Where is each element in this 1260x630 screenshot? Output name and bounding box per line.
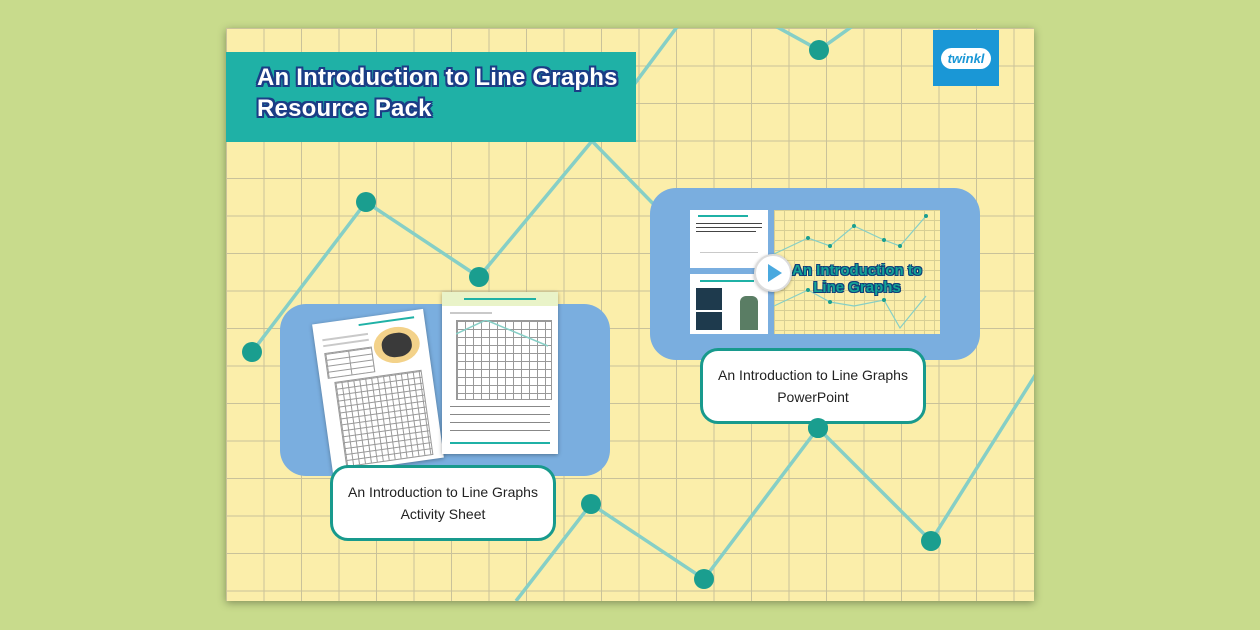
sample-line-graph	[456, 320, 549, 347]
slide-thumbnail-2	[690, 274, 768, 334]
activity-sheet-label-line-2: Activity Sheet	[400, 506, 486, 522]
slide-cover-title-line-1: An Introduction to	[792, 262, 922, 279]
graph-node	[921, 531, 941, 551]
page-title-line-2: Resource Pack	[257, 95, 432, 122]
graph-node	[581, 494, 601, 514]
activity-sheet-label[interactable]: An Introduction to Line Graphs Activity …	[330, 465, 556, 541]
powerpoint-label-line-2: PowerPoint	[777, 389, 849, 405]
twinkl-logo[interactable]: twinkl	[933, 30, 999, 86]
powerpoint-label-line-1: An Introduction to Line Graphs	[718, 367, 908, 383]
powerpoint-label[interactable]: An Introduction to Line Graphs PowerPoin…	[700, 348, 926, 424]
graph-node	[809, 40, 829, 60]
logo-text: twinkl	[940, 47, 992, 69]
graph-node	[469, 267, 489, 287]
graph-node	[242, 342, 262, 362]
blank-graph-grid	[334, 369, 434, 468]
line-graph-grid	[456, 320, 552, 400]
slide-thumbnail-1	[690, 210, 768, 268]
page-title-line-1: An Introduction to Line Graphs	[257, 64, 618, 91]
data-table	[324, 346, 376, 379]
activity-sheet-label-line-1: An Introduction to Line Graphs	[348, 484, 538, 500]
slide-cover-title-line-2: Line Graphs	[813, 279, 901, 296]
resource-pack-board: An Introduction to Line Graphs Resource …	[226, 28, 1034, 601]
elephant-image	[371, 323, 423, 366]
powerpoint-panel[interactable]: An Introduction to Line Graphs	[650, 188, 980, 360]
graph-node	[356, 192, 376, 212]
worksheet-page-2-thumbnail	[442, 292, 558, 454]
slide-cover-preview: An Introduction to Line Graphs	[774, 210, 940, 334]
activity-sheet-panel[interactable]	[280, 292, 610, 476]
graph-node	[694, 569, 714, 589]
play-icon[interactable]	[754, 254, 792, 292]
title-banner: An Introduction to Line Graphs Resource …	[226, 52, 636, 142]
worksheet-page-1-thumbnail	[312, 308, 444, 474]
